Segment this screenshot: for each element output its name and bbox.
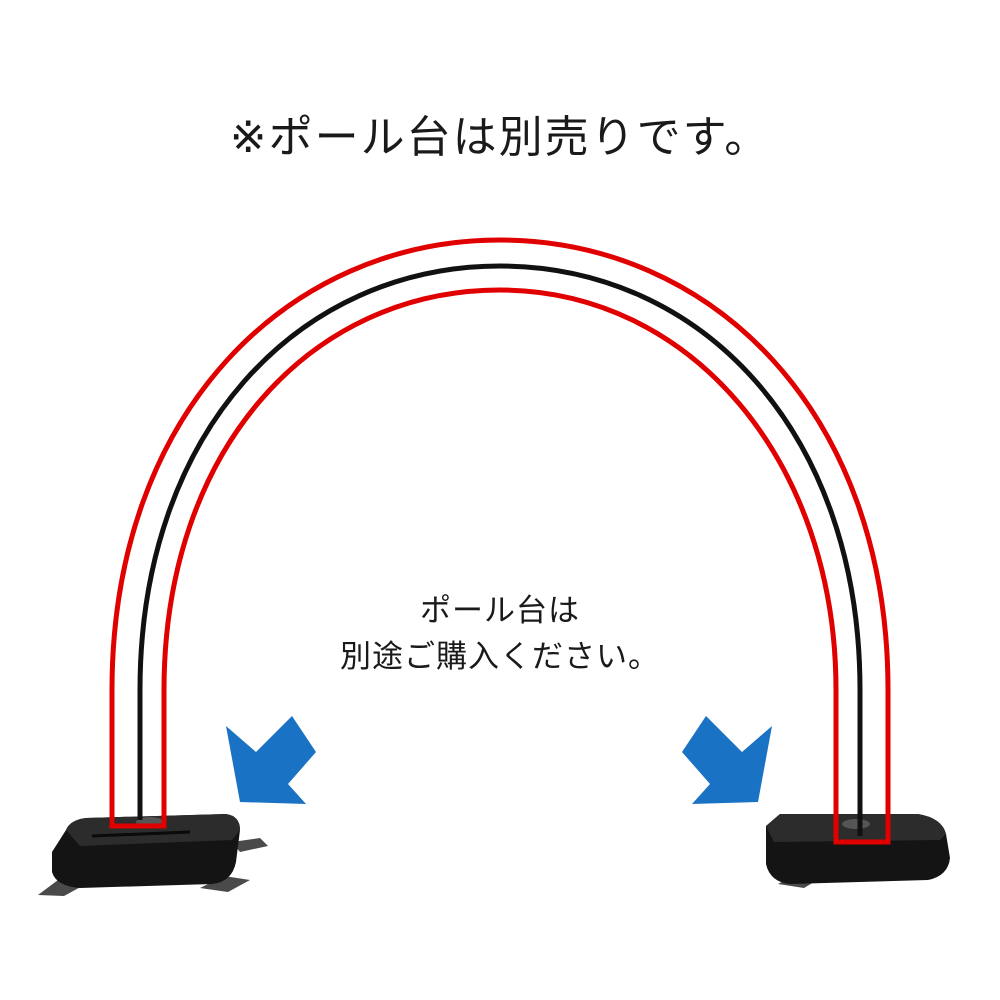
arrow-down-right-icon bbox=[682, 716, 772, 804]
arrow-down-left-icon bbox=[226, 716, 316, 804]
instruction-line-2: 別途ご購入ください。 bbox=[340, 639, 660, 675]
arch-pole bbox=[137, 263, 863, 836]
instruction-text: ポール台は 別途ご購入ください。 bbox=[290, 588, 710, 680]
instruction-line-1: ポール台は bbox=[420, 593, 580, 629]
pole-outline bbox=[109, 237, 891, 845]
right-pole-base bbox=[766, 814, 950, 888]
notice-text: ※ポール台は別売りです。 bbox=[229, 112, 771, 163]
